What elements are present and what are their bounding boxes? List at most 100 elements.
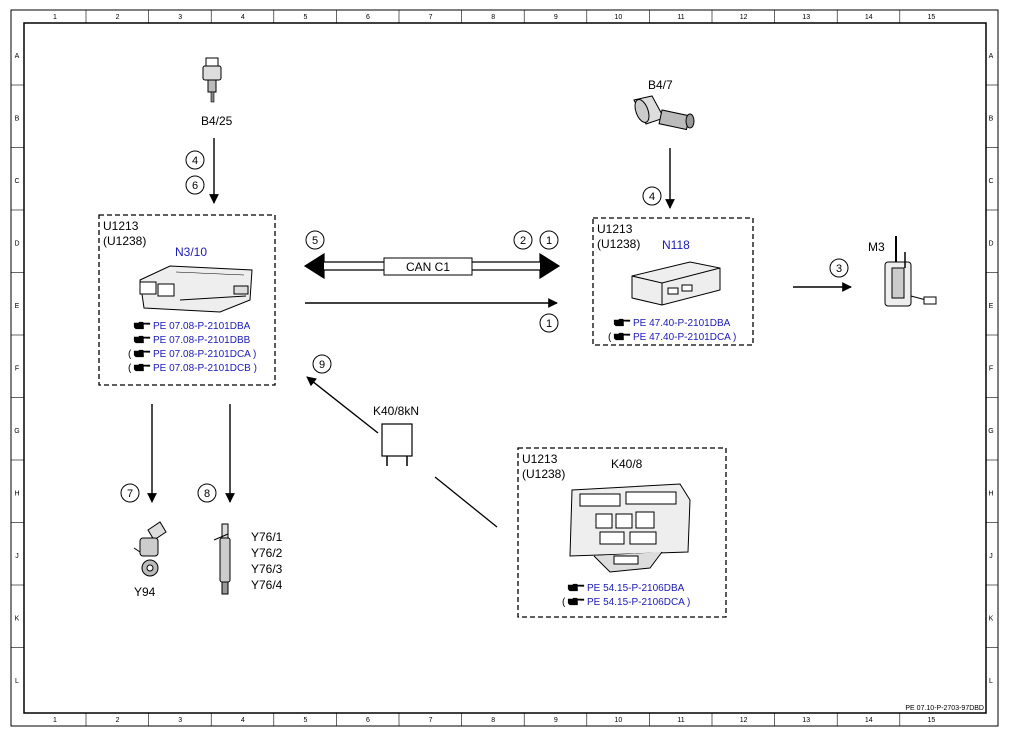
reference-link[interactable]: PE 54.15-P-2106DCA ) (587, 597, 690, 608)
grid-row-label: J (989, 553, 993, 560)
relay-k40-8kn-icon (381, 423, 413, 466)
grid-column-label: 2 (116, 14, 120, 21)
grid-column-label: 10 (615, 14, 623, 21)
step-marker-m2: 2 (513, 230, 533, 250)
label-m3: M3 (868, 240, 885, 254)
label-y76: Y76/1 (251, 530, 283, 544)
step-marker-m9: 9 (312, 354, 332, 374)
grid-row-label: L (15, 678, 19, 685)
grid-row-label: F (989, 366, 993, 373)
label-y76: Y76/2 (251, 546, 283, 560)
grid-column-label: 5 (303, 717, 307, 724)
reference-link[interactable]: PE 07.08-P-2101DBB (153, 335, 251, 346)
reference-link[interactable]: PE 07.08-P-2101DCB ) (153, 363, 257, 374)
step-marker-number: 1 (546, 318, 552, 330)
document-reference: PE 07.10-P-2703-97DBD (905, 705, 984, 712)
ecu-module-icon (139, 265, 253, 313)
drawing-frame: 1122334455667788991010111112121313141415… (10, 9, 999, 727)
fuel-pump-m3-icon (884, 236, 937, 307)
grid-column-label: 12 (740, 717, 748, 724)
module-n118-box: U1213 (U1238) N118 PE 47.40-P-2101DBA(PE… (592, 217, 754, 346)
ref-paren: ( (128, 349, 132, 360)
grid-row-label: L (989, 678, 993, 685)
n118-line2: (U1238) (597, 237, 640, 251)
grid-row-label: B (989, 116, 994, 123)
can-c1-bus: CAN C1 (303, 252, 561, 280)
reference-link[interactable]: PE 07.08-P-2101DCA ) (153, 349, 256, 360)
n3-10-name: N3/10 (175, 245, 207, 259)
grid-row-label: K (989, 616, 994, 623)
grid-column-label: 11 (677, 717, 684, 724)
grid-column-label: 14 (865, 14, 873, 21)
k40-8-line1: U1213 (522, 452, 558, 466)
grid-row-label: D (14, 241, 19, 248)
grid-column-label: 9 (554, 14, 558, 21)
can-c1-label: CAN C1 (406, 260, 450, 274)
step-marker-number: 2 (520, 235, 526, 247)
reference-link[interactable]: PE 47.40-P-2101DCA ) (633, 332, 736, 343)
ecu-n3-10-box: U1213 (U1238) N3/10 PE 07.08-P-2101DBAPE… (98, 214, 276, 386)
grid-row-label: H (14, 491, 19, 498)
grid-row-label: B (15, 116, 20, 123)
pointing-hand-icon (567, 597, 585, 606)
grid-column-label: 12 (740, 14, 748, 21)
grid-column-label: 7 (429, 14, 433, 21)
grid-column-label: 15 (928, 717, 936, 724)
grid-column-label: 11 (677, 14, 684, 21)
step-marker-m4a: 4 (185, 150, 205, 170)
step-marker-number: 6 (192, 180, 198, 192)
ref-paren: ( (608, 332, 612, 343)
sensor-b4-7-icon (633, 95, 695, 131)
reference-link[interactable]: PE 07.08-P-2101DBA (153, 321, 251, 332)
step-marker-number: 3 (836, 263, 842, 275)
ref-paren: ( (562, 597, 566, 608)
step-marker-number: 5 (312, 235, 318, 247)
reference-link[interactable]: PE 47.40-P-2101DBA (633, 318, 731, 329)
label-b4-7: B4/7 (648, 78, 673, 92)
step-marker-m8: 8 (197, 483, 217, 503)
grid-column-label: 2 (116, 717, 120, 724)
fuse-box-k40-8-box: U1213 (U1238) K40/8 PE 54.15-P-2106DBA(P… (517, 447, 727, 618)
arrow-k40-8kn-to-n3-10 (306, 376, 379, 434)
grid-row-label: J (15, 553, 19, 560)
step-marker-m7: 7 (120, 483, 140, 503)
step-marker-m5: 5 (305, 230, 325, 250)
grid-column-label: 8 (491, 14, 495, 21)
label-y76: Y76/3 (251, 562, 283, 576)
grid-column-label: 3 (178, 717, 182, 724)
step-markers: 4 6 5 2 1 4 3 1 9 7 8 (120, 150, 849, 503)
reference-link[interactable]: PE 54.15-P-2106DBA (587, 583, 685, 594)
step-marker-m4b: 4 (642, 186, 662, 206)
grid-row-label: G (988, 428, 993, 435)
grid-row-label: A (15, 53, 20, 60)
control-unit-icon (631, 261, 721, 306)
grid-column-label: 4 (241, 14, 245, 21)
grid-column-label: 10 (615, 717, 623, 724)
grid-row-label: C (14, 178, 19, 185)
label-b4-25: B4/25 (201, 114, 233, 128)
grid-row-label: F (15, 366, 19, 373)
grid-column-label: 4 (241, 717, 245, 724)
pointing-hand-icon (133, 321, 151, 330)
grid-column-label: 6 (366, 14, 370, 21)
pointing-hand-icon (133, 363, 151, 372)
step-marker-m1b: 1 (539, 313, 559, 333)
sensor-b4-25-icon (202, 57, 222, 103)
fuse-relay-module-icon (569, 483, 691, 573)
label-y94: Y94 (134, 585, 156, 599)
pointing-hand-icon (613, 332, 631, 341)
fuel-injector-y76-icon (213, 523, 231, 595)
grid-column-label: 15 (928, 14, 936, 21)
k40-8-line2: (U1238) (522, 467, 565, 481)
step-marker-number: 1 (546, 235, 552, 247)
grid-column-label: 1 (53, 717, 57, 724)
grid-column-label: 5 (303, 14, 307, 21)
grid-column-label: 3 (178, 14, 182, 21)
grid-column-label: 9 (554, 717, 558, 724)
ref-paren: ( (128, 363, 132, 374)
grid-row-label: D (988, 241, 993, 248)
pointing-hand-icon (133, 335, 151, 344)
label-y76: Y76/4 (251, 578, 283, 592)
